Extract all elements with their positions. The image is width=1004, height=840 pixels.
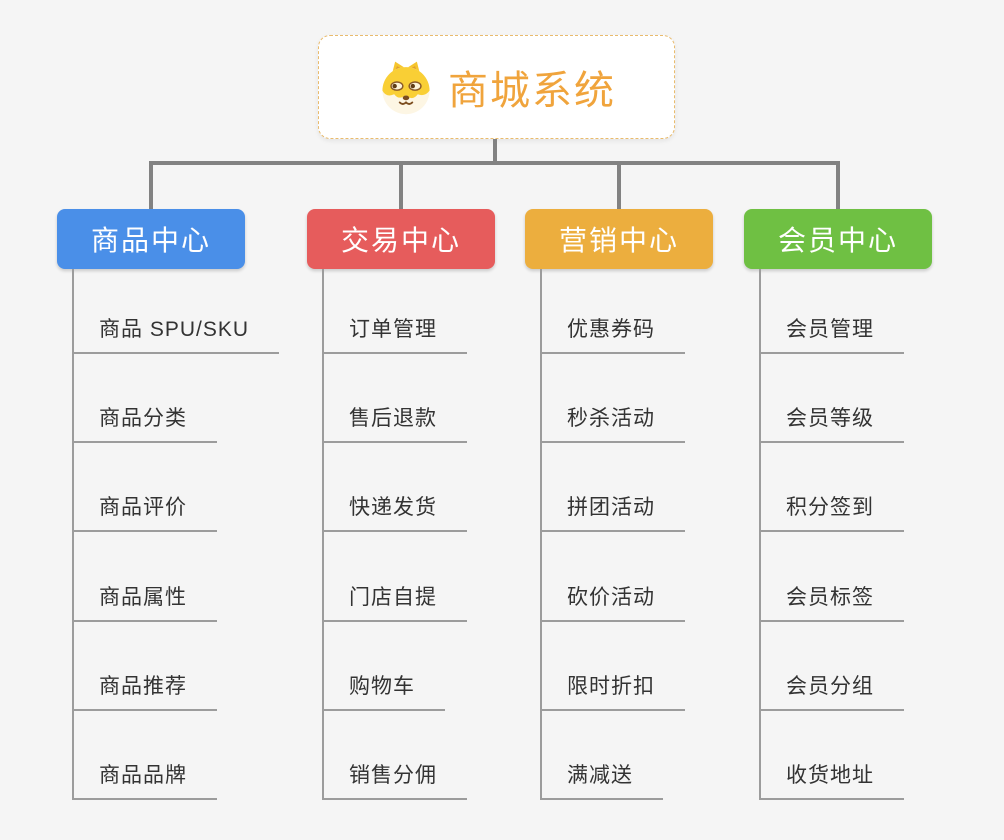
connector-children-trunk: [322, 269, 324, 800]
child-topic[interactable]: 会员分组: [759, 674, 904, 711]
child-topic[interactable]: 售后退款: [322, 406, 467, 444]
branch-column-trade-center: 交易中心订单管理售后退款快递发货门店自提购物车销售分佣: [307, 161, 577, 819]
child-topic[interactable]: 优惠券码: [540, 317, 685, 354]
child-topic[interactable]: 商品分类: [72, 406, 217, 444]
child-topic[interactable]: 订单管理: [322, 317, 467, 354]
branch-column-marketing-center: 营销中心优惠券码秒杀活动拼团活动砍价活动限时折扣满减送: [525, 161, 795, 819]
child-topic[interactable]: 会员标签: [759, 585, 904, 622]
child-topic[interactable]: 拼团活动: [540, 495, 685, 533]
child-topic[interactable]: 秒杀活动: [540, 406, 685, 444]
branch-label: 会员中心: [777, 225, 898, 256]
child-topic[interactable]: 积分签到: [759, 495, 904, 533]
branch-header-marketing-center[interactable]: 营销中心: [525, 209, 713, 269]
child-topic[interactable]: 购物车: [322, 674, 445, 711]
connector-horizontal: [149, 161, 840, 165]
child-topic[interactable]: 商品推荐: [72, 674, 217, 711]
connector-branch-drop: [836, 161, 840, 209]
dog-face-icon: [382, 61, 430, 115]
child-topic[interactable]: 满减送: [540, 763, 663, 800]
connector-children-trunk: [72, 269, 74, 800]
branch-column-product-center: 商品中心商品 SPU/SKU 商品分类商品评价商品属性商品推荐商品品牌: [57, 161, 327, 819]
branch-column-member-center: 会员中心会员管理会员等级积分签到会员标签会员分组收货地址: [744, 161, 1004, 819]
connector-children-trunk: [759, 269, 761, 800]
connector-branch-drop: [617, 161, 621, 209]
connector-root-stub: [493, 139, 497, 165]
child-topic[interactable]: 商品评价: [72, 495, 217, 533]
child-topic[interactable]: 商品属性: [72, 585, 217, 622]
branch-label: 商品中心: [90, 225, 211, 256]
branch-label: 营销中心: [558, 225, 679, 256]
branch-header-trade-center[interactable]: 交易中心: [307, 209, 495, 269]
child-topic[interactable]: 门店自提: [322, 585, 467, 622]
root-title: 商城系统: [448, 69, 616, 113]
child-topic[interactable]: 商品 SPU/SKU: [72, 317, 280, 354]
connector-branch-drop: [399, 161, 403, 209]
branch-header-member-center[interactable]: 会员中心: [744, 209, 932, 269]
branch-label: 交易中心: [340, 225, 461, 256]
child-topic[interactable]: 会员等级: [759, 406, 904, 444]
child-topic[interactable]: 商品品牌: [72, 763, 217, 800]
child-topic[interactable]: 砍价活动: [540, 585, 685, 622]
child-topic[interactable]: 销售分佣: [322, 763, 467, 800]
root-node[interactable]: 商城系统: [318, 35, 675, 139]
connector-children-trunk: [540, 269, 542, 800]
connector-branch-drop: [149, 161, 153, 209]
child-topic[interactable]: 收货地址: [759, 763, 904, 800]
branch-header-product-center[interactable]: 商品中心: [57, 209, 245, 269]
child-topic[interactable]: 限时折扣: [540, 674, 685, 711]
child-topic[interactable]: 快递发货: [322, 495, 467, 533]
child-topic[interactable]: 会员管理: [759, 317, 904, 354]
